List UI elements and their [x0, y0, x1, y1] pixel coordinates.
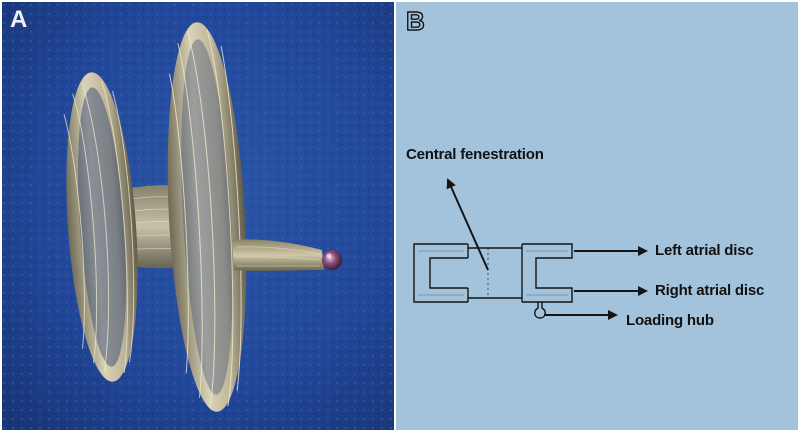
label-right-atrial-disc: Right atrial disc: [655, 282, 765, 299]
device-schematic: [413, 178, 648, 320]
central-fenestration-arrow: [446, 178, 489, 271]
panel-a-letter: A: [10, 6, 28, 33]
loading-hub-shape: [534, 302, 546, 319]
panel-b-letter: B: [405, 6, 425, 36]
panel-b-diagram: B Central fenestration Left atrial disc …: [396, 2, 798, 430]
label-loading-hub: Loading hub: [626, 312, 714, 329]
label-central-fenestration: Central fenestration: [406, 146, 544, 163]
device-outline: [413, 243, 573, 319]
septal-occluder-photo-icon: [2, 2, 394, 430]
left-disc-outline: [413, 243, 468, 303]
panel-a-photo: A: [2, 2, 394, 430]
label-left-atrial-disc: Left atrial disc: [655, 242, 754, 259]
